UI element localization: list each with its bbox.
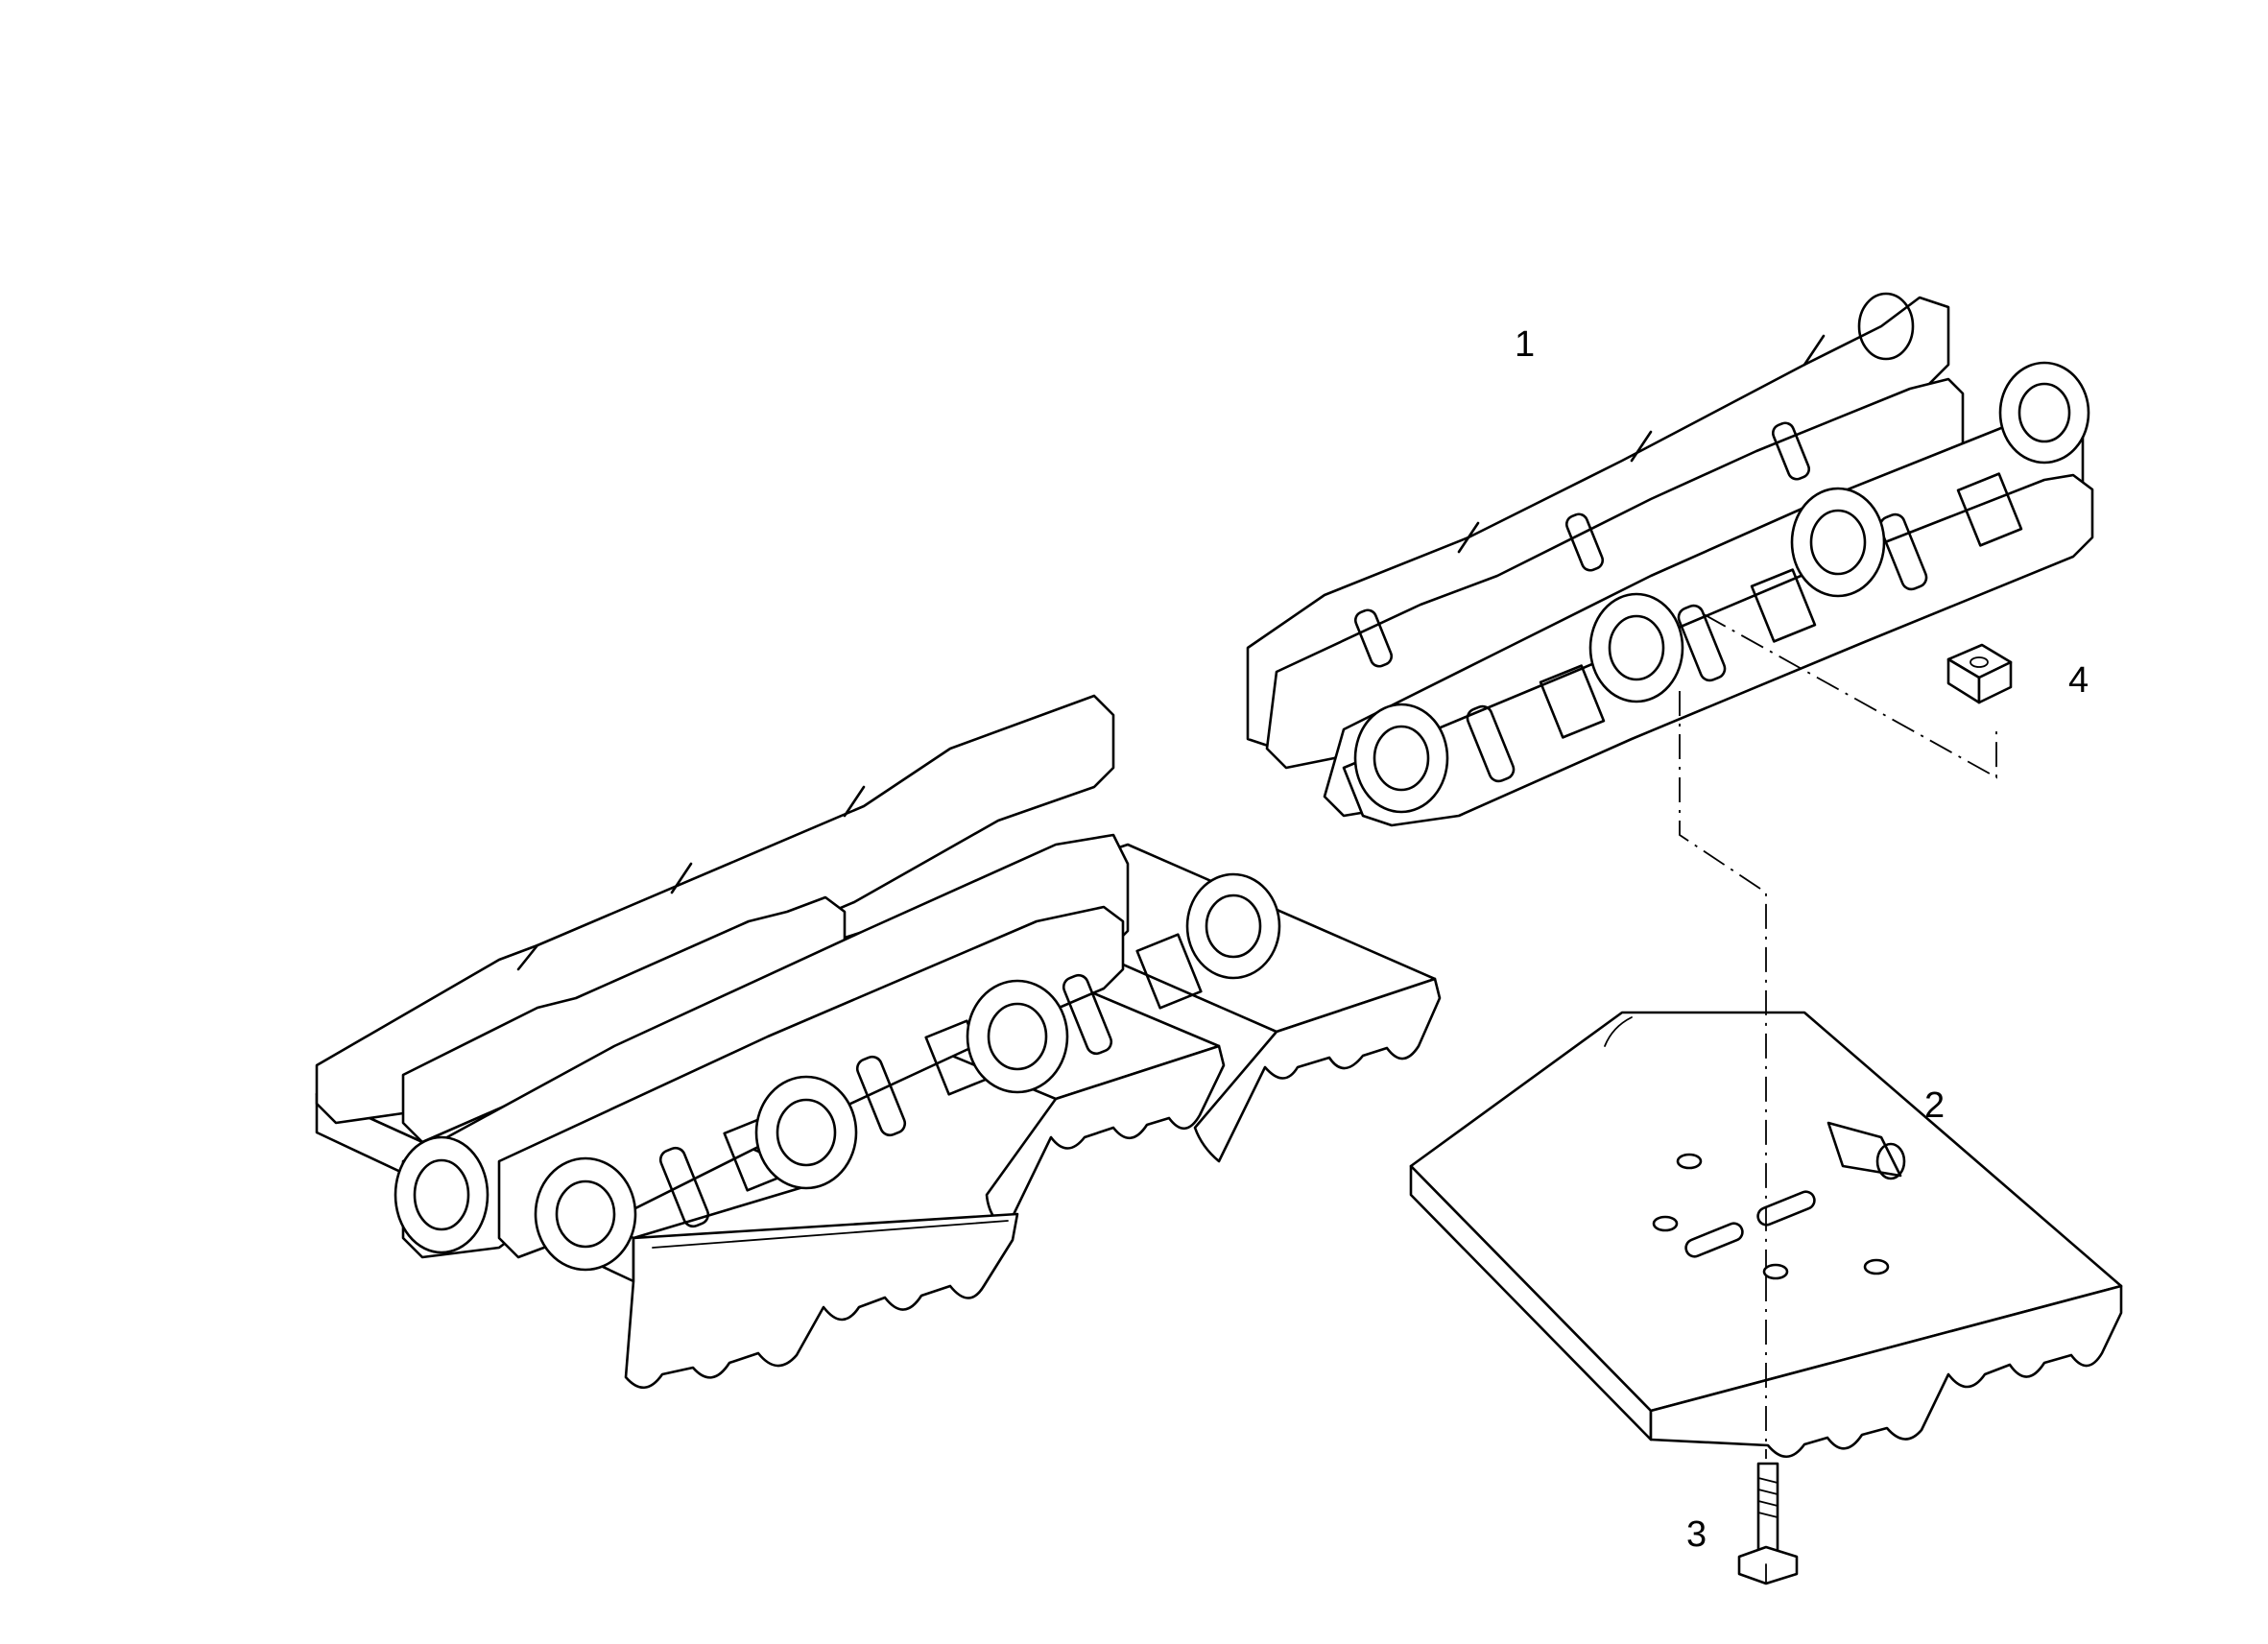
shoe-bolt (1737, 1462, 1799, 1585)
callout-part-4: 4 (2068, 660, 2089, 701)
track-chain-link-assembly (1246, 292, 2094, 827)
shoe-nut (1946, 643, 2013, 704)
callout-part-2: 2 (1924, 1085, 1946, 1126)
assembly-leader-lines (1679, 613, 1997, 1459)
callout-part-3: 3 (1686, 1514, 1707, 1555)
assembled-outer-links (315, 694, 1115, 1144)
callout-part-1: 1 (1515, 324, 1536, 365)
assembled-track-section (315, 694, 1442, 1390)
assembled-inner-links (394, 833, 1281, 1272)
